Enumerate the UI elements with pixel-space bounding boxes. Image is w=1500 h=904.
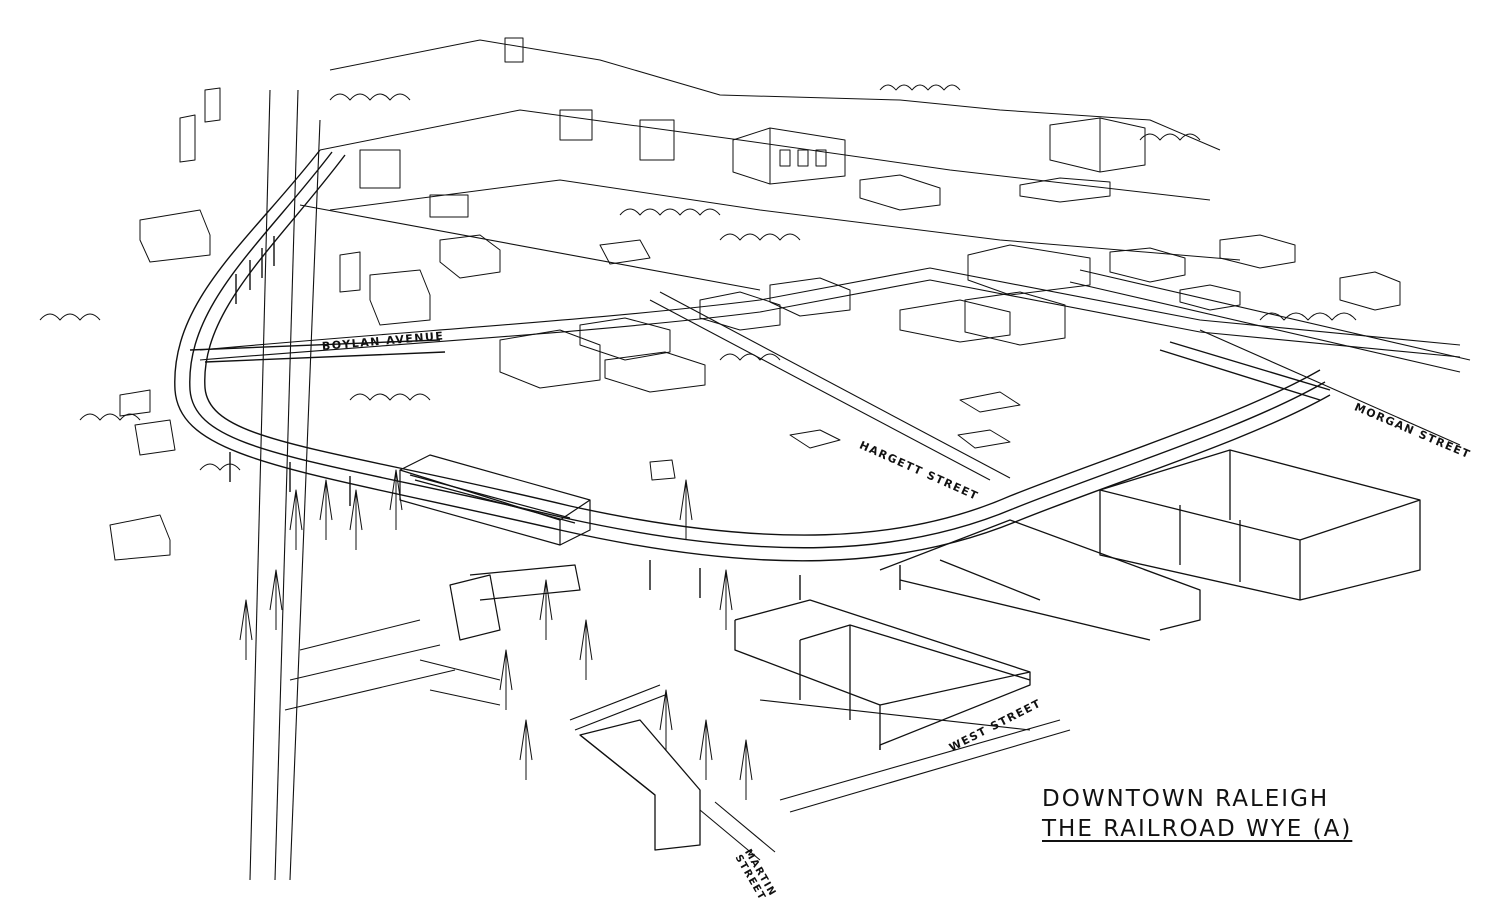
pedestrian-bridge: [570, 685, 665, 730]
drawing-subtitle: THE RAILROAD WYE (A): [1042, 814, 1372, 844]
drawing-title: DOWNTOWN RALEIGH: [1042, 784, 1372, 814]
tree-rows: [240, 470, 752, 800]
drawing-title-block: DOWNTOWN RALEIGH THE RAILROAD WYE (A): [1042, 784, 1372, 844]
station-building: [400, 455, 590, 640]
street-network: [200, 90, 1470, 880]
background-city-blocks: [40, 38, 1400, 560]
railroad-wye-tracks: [175, 150, 1330, 600]
